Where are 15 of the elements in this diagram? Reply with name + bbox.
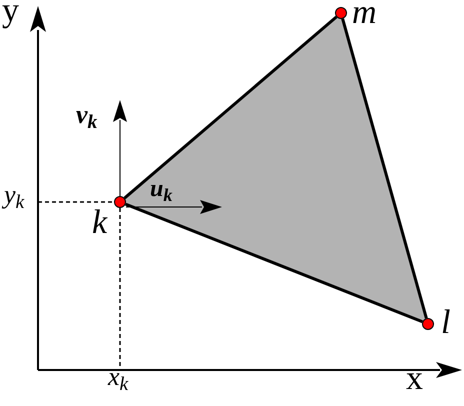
node-point bbox=[114, 196, 126, 208]
node-label: l bbox=[441, 306, 450, 340]
triangle-side bbox=[125, 202, 423, 324]
triangle-side bbox=[341, 18, 428, 319]
triangle-side bbox=[124, 16, 338, 200]
node-point bbox=[422, 318, 434, 330]
node-label: k bbox=[92, 206, 108, 240]
node-label: m bbox=[352, 0, 377, 30]
vector-label: v$_{k}$ bbox=[76, 102, 98, 128]
coordinate-label: y$_{k}$ bbox=[4, 182, 24, 208]
coordinate-label: x$_{k}$ bbox=[108, 364, 128, 390]
axis-label: x bbox=[406, 362, 423, 396]
vector-label: u$_{k}$ bbox=[150, 177, 172, 201]
axis-label: y bbox=[2, 0, 19, 28]
node-point bbox=[335, 7, 347, 19]
